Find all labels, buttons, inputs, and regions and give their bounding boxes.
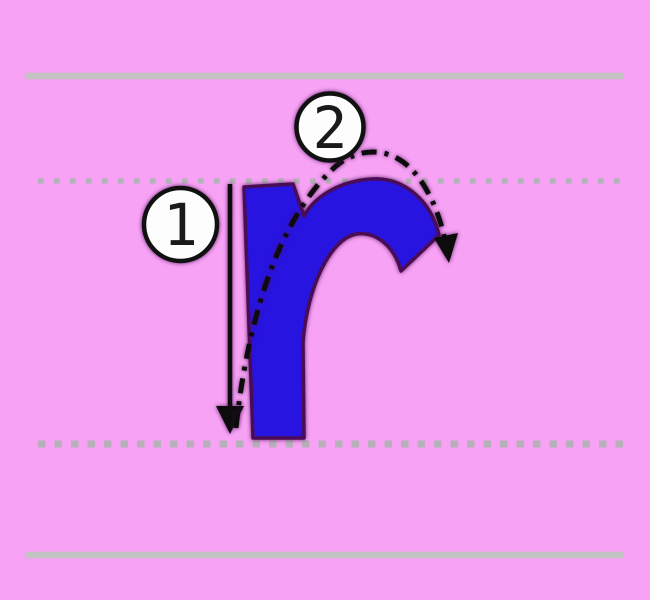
stroke-2-path xyxy=(233,149,448,429)
letter-r-glyph xyxy=(242,177,441,440)
stroke-1-down-arrowhead-icon xyxy=(216,406,244,434)
stroke-2-badge-label: 2 xyxy=(313,94,348,162)
stroke-1-badge-label: 1 xyxy=(163,191,198,259)
stroke-1-arrow xyxy=(216,184,244,434)
stroke-2-badge-circle xyxy=(294,91,366,163)
stroke-1-badge-circle xyxy=(141,185,220,264)
stroke-2-arrowhead-icon xyxy=(434,233,458,263)
stroke-1-badge: 1 xyxy=(141,185,220,264)
stroke-2-arrow xyxy=(233,149,458,429)
stroke-2-badge: 2 xyxy=(294,91,366,163)
